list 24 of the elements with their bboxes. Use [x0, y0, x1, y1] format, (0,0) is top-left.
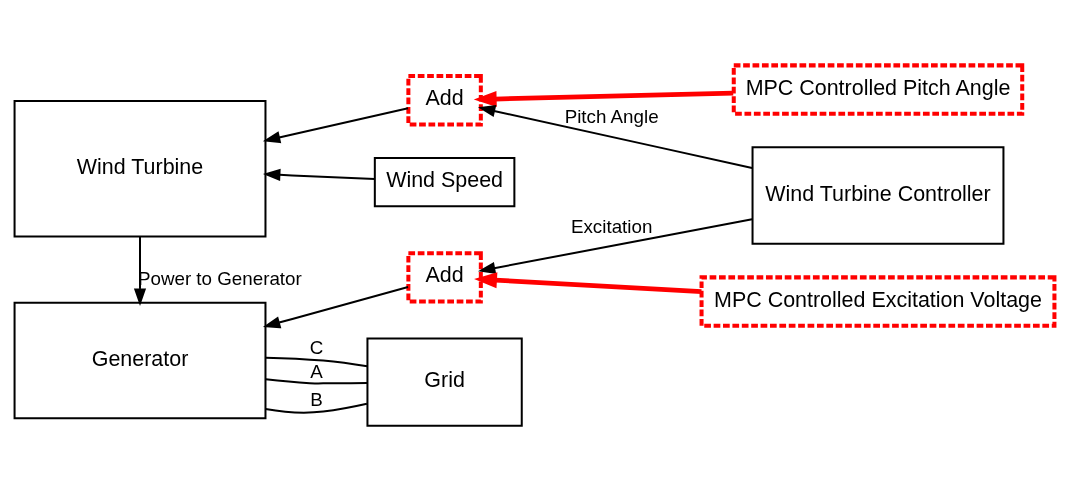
- node-box: Generator: [13, 301, 267, 420]
- arrow: [262, 107, 409, 144]
- edge-label: Excitation: [570, 216, 653, 238]
- node-box: Wind Turbine: [13, 99, 267, 238]
- arrow: [477, 105, 753, 169]
- node-box: Wind Turbine Controller: [751, 146, 1005, 245]
- node-box: MPC Controlled Pitch Angle: [731, 63, 1025, 116]
- connector: [265, 402, 368, 414]
- edge-label: Pitch Angle: [564, 106, 659, 128]
- arrow: [473, 90, 734, 107]
- node-box: Add: [406, 74, 483, 127]
- node-box: MPC Controlled Excitation Voltage: [699, 275, 1057, 328]
- arrow: [474, 272, 702, 295]
- arrow: [477, 218, 753, 275]
- node-box: Grid: [366, 337, 523, 427]
- arrow: [262, 286, 409, 329]
- edge-label: A: [310, 361, 323, 383]
- edge-label: C: [309, 337, 324, 359]
- node-box: Add: [406, 251, 483, 304]
- edge-label: B: [310, 389, 323, 411]
- arrow: [262, 168, 375, 181]
- node-box: Wind Speed: [373, 156, 516, 208]
- connector: [265, 356, 368, 368]
- connector: [265, 378, 368, 385]
